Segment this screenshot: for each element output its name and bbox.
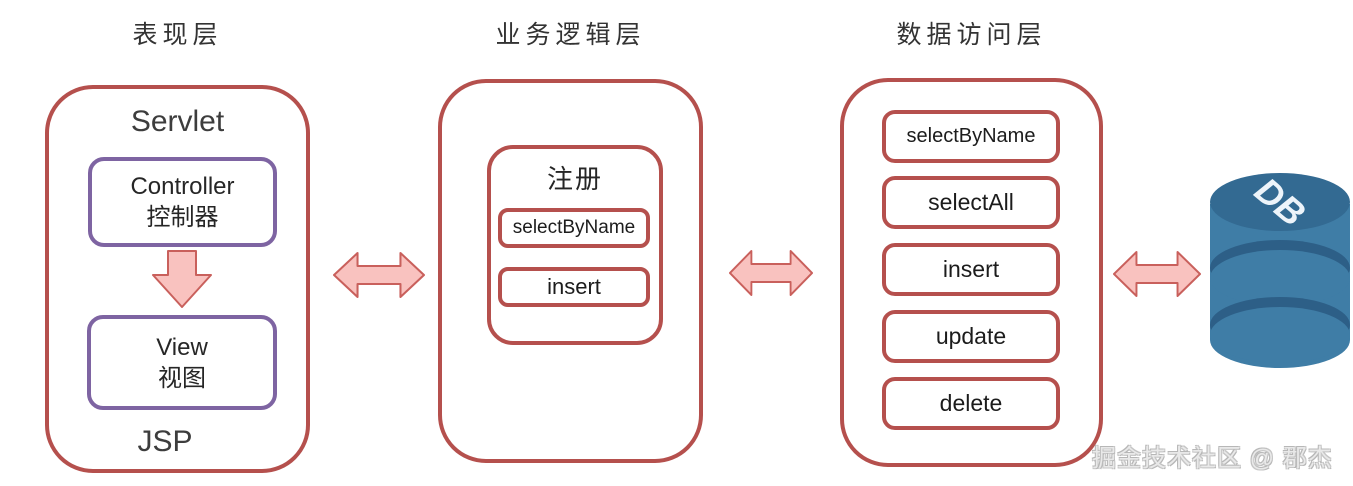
method-box-insert: insert [498, 267, 650, 307]
business-layer-box: 注册 selectByName insert [438, 79, 703, 463]
servlet-label: Servlet [130, 105, 225, 138]
arrow-business-dataaccess-icon [729, 250, 813, 296]
method-box-selectAll: selectAll [882, 176, 1060, 229]
controller-box: Controller 控制器 [88, 157, 277, 247]
register-group-box: 注册 selectByName insert [487, 145, 663, 345]
controller-label-en: Controller [130, 173, 235, 200]
arrow-dataaccess-db-icon [1113, 251, 1201, 297]
method-box-insert: insert [882, 243, 1060, 296]
view-label-zh: 视图 [158, 364, 206, 392]
down-arrow-icon [152, 250, 212, 308]
business-layer-title: 业务逻辑层 [495, 21, 646, 49]
data-access-layer-box: selectByName selectAll insert update del… [840, 78, 1103, 467]
data-access-layer-title: 数据访问层 [896, 21, 1047, 49]
watermark: 掘金技术社区 @ 郡杰 [1092, 445, 1333, 472]
method-box-selectByName: selectByName [498, 208, 650, 248]
register-label: 注册 [546, 164, 603, 194]
method-box-update: update [882, 310, 1060, 363]
jsp-label: JSP [137, 425, 193, 458]
method-box-delete: delete [882, 377, 1060, 430]
database-icon: DB [1210, 170, 1350, 368]
presentation-layer-box: Servlet Controller 控制器 View 视图 JSP [45, 85, 310, 473]
arrow-presentation-business-icon [333, 252, 425, 298]
method-box-selectByName: selectByName [882, 110, 1060, 163]
presentation-layer-title: 表现层 [132, 21, 223, 49]
controller-label-zh: 控制器 [146, 204, 219, 231]
view-label-en: View [156, 333, 208, 361]
view-box: View 视图 [87, 315, 277, 410]
